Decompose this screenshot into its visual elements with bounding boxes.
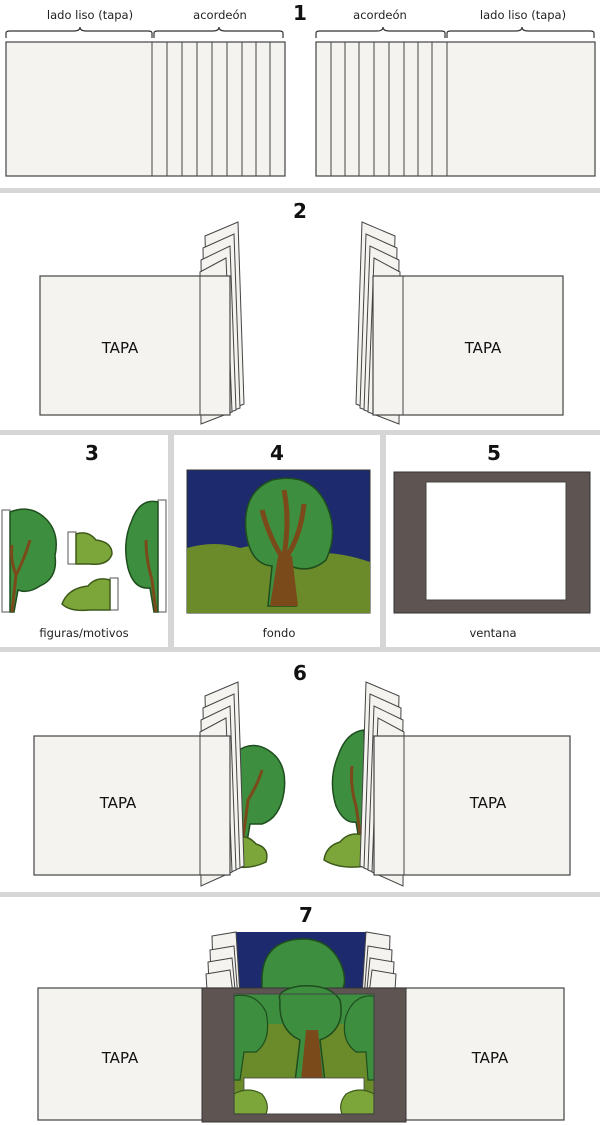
smooth-side-label: lado liso (tapa): [479, 8, 567, 22]
separator: [0, 647, 600, 652]
step-number-5: 5: [487, 441, 501, 465]
cover-label: TAPA: [101, 1049, 139, 1067]
accordion-label: acordeón: [193, 8, 247, 22]
bracket-smooth-left: [5, 26, 595, 38]
window-label: ventana: [469, 626, 517, 640]
step-number-7: 7: [299, 903, 313, 927]
separator: [0, 430, 600, 435]
figures-cutouts: [1, 499, 167, 613]
step-number-2: 2: [293, 199, 307, 223]
step-number-3: 3: [85, 441, 99, 465]
separator: [0, 188, 600, 193]
cover-label: TAPA: [471, 1049, 509, 1067]
accordion-label: acordeón: [353, 8, 407, 22]
cover-label: TAPA: [101, 339, 139, 357]
separator: [380, 435, 386, 647]
step-number-1: 1: [293, 1, 307, 25]
unfolded-sheet-left: [5, 41, 596, 177]
step-number-4: 4: [270, 441, 284, 465]
separator: [168, 435, 174, 647]
background-label: fondo: [262, 626, 296, 640]
smooth-side-label: lado liso (tapa): [46, 8, 134, 22]
cover-label: TAPA: [464, 339, 502, 357]
cover-label: TAPA: [469, 794, 507, 812]
books-with-figures: [33, 681, 571, 887]
figures-label: figuras/motivos: [39, 626, 129, 640]
step-number-6: 6: [293, 661, 307, 685]
background-scene: [186, 469, 371, 614]
separator: [0, 892, 600, 897]
cover-label: TAPA: [99, 794, 137, 812]
window-frame: [393, 471, 591, 614]
folded-book-left: [39, 221, 564, 425]
